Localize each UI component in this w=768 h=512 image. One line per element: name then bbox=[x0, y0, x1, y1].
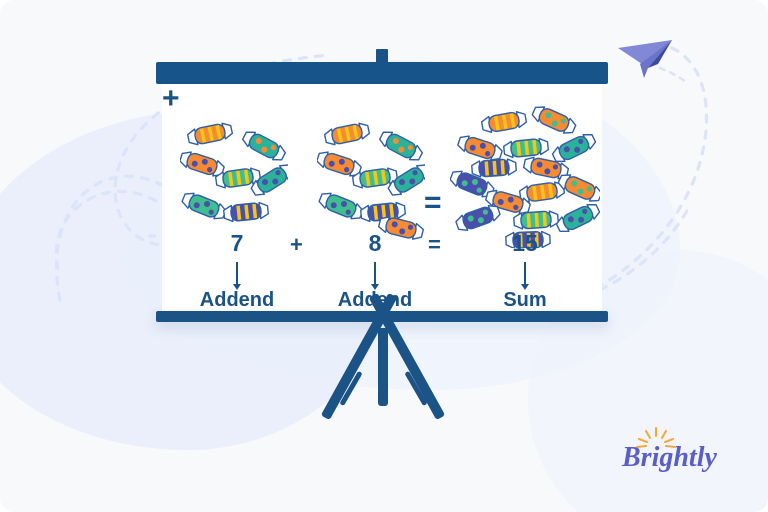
paper-airplane-icon bbox=[614, 34, 694, 84]
operator-equals-candies: = bbox=[424, 186, 442, 219]
equation-row: 7 Addend + 8 Addend = 15 Sum bbox=[162, 232, 602, 312]
addend1-arrow bbox=[233, 262, 241, 290]
easel-board: + bbox=[156, 49, 608, 334]
addend2-number: 8 bbox=[368, 230, 382, 256]
easel-tripod-stand bbox=[288, 292, 478, 474]
term-addend1: 7 Addend bbox=[182, 230, 292, 311]
brightly-wordmark: Brightly bbox=[621, 442, 717, 473]
term-sum: 15 Sum bbox=[470, 230, 580, 311]
sunburst-icon bbox=[635, 426, 677, 449]
tripod-center-post bbox=[378, 328, 388, 406]
sum-arrow bbox=[521, 262, 529, 290]
addend1-number: 7 bbox=[230, 230, 244, 256]
candy-group-addend1 bbox=[180, 120, 288, 228]
whiteboard-surface: + bbox=[162, 84, 602, 311]
board-top-nub bbox=[376, 49, 388, 64]
sum-number: 15 bbox=[512, 230, 538, 256]
candy-group-addend2 bbox=[317, 120, 425, 240]
addend2-arrow bbox=[371, 262, 379, 290]
candy-group-sum bbox=[450, 106, 600, 248]
equation-operator-plus: + bbox=[290, 232, 303, 257]
addend1-label: Addend bbox=[199, 289, 275, 311]
equation-operator-equals: = bbox=[428, 232, 441, 257]
operator-plus-candies: + bbox=[162, 82, 180, 115]
sum-label: Sum bbox=[503, 289, 547, 311]
board-top-bar bbox=[156, 62, 608, 84]
brightly-logo: Brightly bbox=[620, 424, 740, 474]
candy-groups-row: + bbox=[162, 82, 602, 248]
